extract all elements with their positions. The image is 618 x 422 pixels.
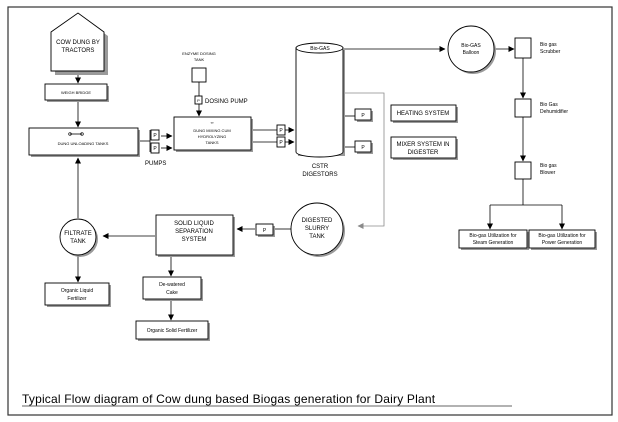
dewatered-label-1: De-watered [159, 282, 185, 288]
feed-pumps: P P PUMPS [145, 129, 166, 167]
scrubber-node: Bio gas Scrubber [514, 37, 561, 59]
digester-pump-1-symbol: P [361, 113, 365, 119]
dosing-pump-node: P DOSING PUMP [194, 95, 248, 105]
heating-system-label: HEATING SYSTEM [397, 111, 450, 117]
dosing-pump-symbol: P [197, 98, 200, 103]
mixing-agitator-mark: ∞ [211, 120, 214, 125]
liquid-fertilizer-node: Organic Liquid Fertilizer [44, 282, 111, 307]
pumps-label: PUMPS [145, 161, 166, 167]
mixer-system-label-1: MIXER SYSTEM IN [396, 142, 449, 148]
cstr-label-2: DIGESTORS [302, 172, 337, 178]
diagram-frame [7, 6, 613, 416]
cow-dung-label-2: TRACTORS [62, 48, 95, 54]
blower-label-2: Blower [540, 170, 556, 176]
digested-label-2: SLURRY [305, 226, 329, 232]
dung-unloading-node: DUNG UNLOADING TANKS [28, 127, 140, 157]
enzyme-tank-label-1: ENZYME DOSING [182, 51, 216, 56]
separation-label-1: SOLID LIQUID [174, 221, 214, 227]
steam-label-2: Steam Generation [473, 240, 514, 246]
balloon-label-1: Bio-GAS [461, 43, 481, 49]
slurry-pump-symbol: P [263, 228, 267, 234]
solid-fert-label: Organic Solid Fertilizer [147, 328, 198, 334]
dehumidifier-node: Bio Gas Dehumidifier [514, 98, 568, 118]
transfer-pump-1-symbol: P [279, 128, 283, 134]
steam-generation-node: Bio-gas Utilization for Steam Generation [458, 229, 529, 250]
dewatered-label-2: Cake [166, 290, 178, 296]
filtrate-tank-node: FILTRATE TANK [59, 218, 98, 257]
filtrate-label-2: TANK [70, 239, 86, 245]
blower-node: Bio gas Blower [514, 161, 557, 180]
power-label-2: Power Generation [542, 240, 583, 246]
digester-pumps: P P [354, 108, 373, 154]
cow-dung-label-1: COW DUNG BY [56, 40, 100, 46]
dung-unloading-label: DUNG UNLOADING TANKS [58, 141, 109, 146]
balloon-label-2: Balloon [463, 50, 480, 56]
liquid-fert-label-1: Organic Liquid [61, 288, 93, 294]
mixer-system-label-2: DIGESTER [408, 150, 439, 156]
cstr-label-1: CSTR [312, 164, 329, 170]
dewatered-cake-node: De-watered Cake [142, 276, 203, 301]
digested-label-3: TANK [309, 234, 325, 240]
feed-pump-2-symbol: P [153, 146, 157, 152]
slurry-pump: P [255, 223, 275, 237]
digested-label-1: DIGESTED [302, 218, 333, 224]
liquid-fert-label-2: Fertilizer [67, 296, 87, 302]
transfer-pump-2-symbol: P [279, 140, 283, 146]
blower-label-1: Bio gas [540, 163, 557, 169]
weigh-bridge-label: WEIGH BRIDGE [61, 90, 91, 95]
diagram-title: Typical Flow diagram of Cow dung based B… [22, 392, 512, 407]
dung-mixing-label-1: DUNG MIXING CUM [193, 128, 230, 133]
heating-system-node: HEATING SYSTEM [390, 104, 458, 123]
digester-pump-2-symbol: P [361, 145, 365, 151]
digested-slurry-node: DIGESTED SLURRY TANK [290, 202, 345, 257]
dehumidifier-label-2: Dehumidifier [540, 109, 568, 115]
dosing-pump-label: DOSING PUMP [205, 99, 248, 105]
weigh-bridge-node: WEIGH BRIDGE [44, 83, 109, 102]
solid-fertilizer-node: Organic Solid Fertilizer [135, 320, 210, 341]
power-generation-node: Bio-gas Utilization for Power Generation [528, 229, 597, 250]
separation-label-3: SYSTEM [182, 237, 207, 243]
solid-liquid-separation-node: SOLID LIQUID SEPARATION SYSTEM [155, 214, 235, 257]
scrubber-label-1: Bio gas [540, 42, 557, 48]
filtrate-label-1: FILTRATE [64, 231, 91, 237]
power-label-1: Bio-gas Utilization for [538, 233, 586, 239]
biogas-balloon-node: Bio-GAS Balloon [447, 25, 496, 74]
cow-dung-node: COW DUNG BY TRACTORS [50, 12, 108, 75]
steam-label-1: Bio-gas Utilization for [469, 233, 517, 239]
dehumidifier-label-1: Bio Gas [540, 102, 558, 108]
dung-mixing-label-2: HYDROLYZING [198, 134, 227, 139]
title-text: Typical Flow diagram of Cow dung based B… [22, 392, 436, 406]
feed-pump-1-symbol: P [153, 133, 157, 139]
dung-mixing-node: ∞ DUNG MIXING CUM HYDROLYZING TANKS [173, 116, 253, 152]
cstr-biogas-label: Bio-GAS [310, 46, 330, 52]
enzyme-tank-label-2: TANK [194, 57, 205, 62]
cstr-digester-node: Bio-GAS CSTR DIGESTORS [295, 42, 345, 178]
transfer-pumps: P P [276, 124, 286, 148]
separation-label-2: SEPARATION [175, 229, 213, 235]
dung-mixing-label-3: TANKS [205, 140, 218, 145]
enzyme-tank-node: ENZYME DOSING TANK [182, 51, 216, 83]
scrubber-label-2: Scrubber [540, 49, 561, 55]
mixer-system-node: MIXER SYSTEM IN DIGESTER [390, 136, 458, 160]
